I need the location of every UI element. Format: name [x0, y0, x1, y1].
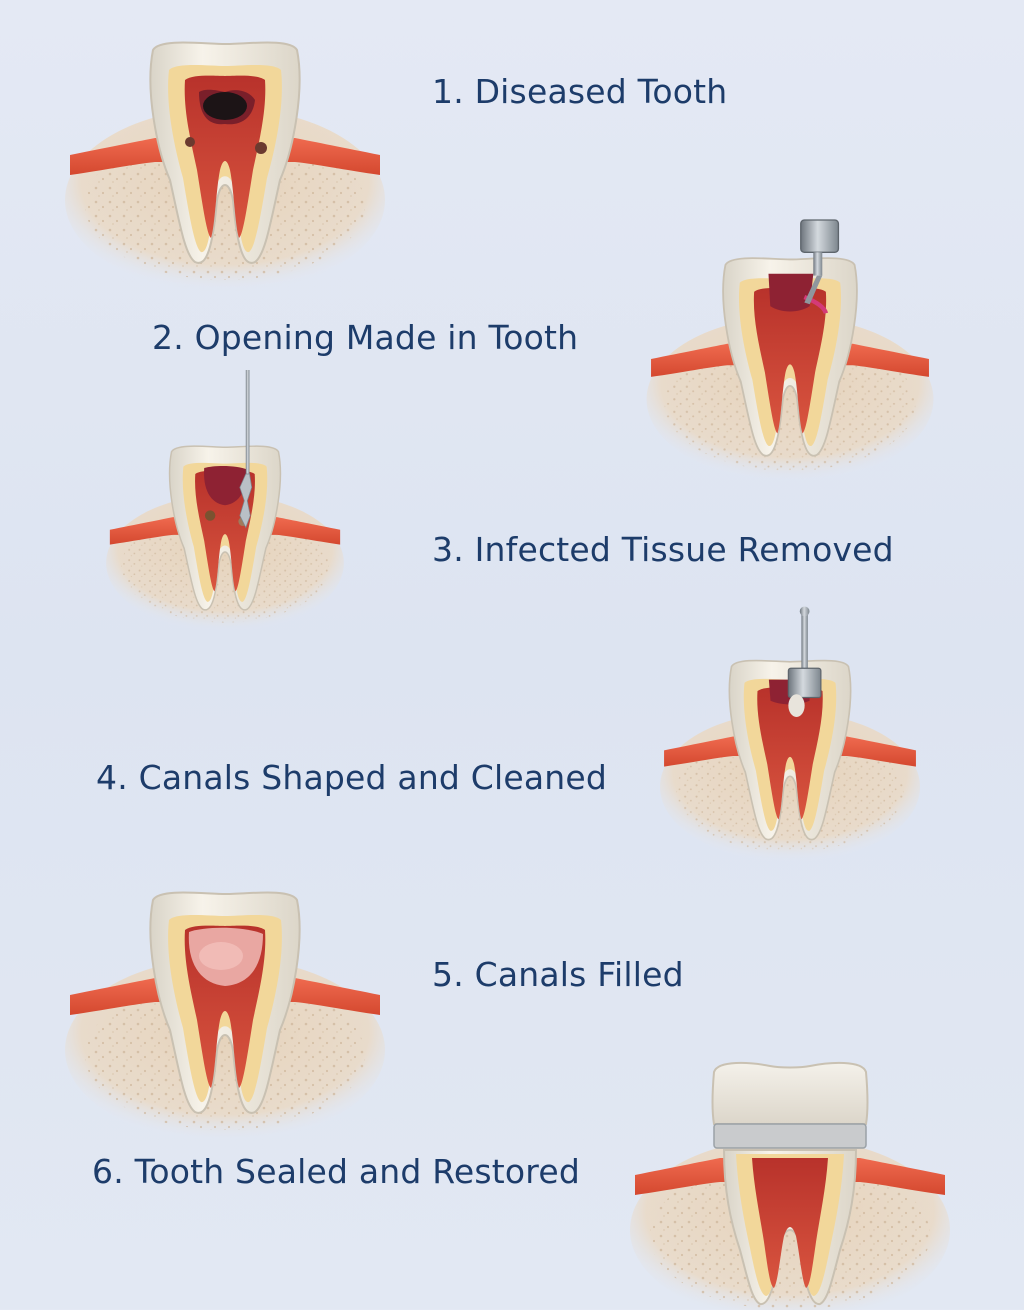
diseased-tooth-illustration	[65, 41, 385, 292]
step-5-label: 5. Canals Filled	[432, 955, 684, 994]
canals-cleaned-tooth-illustration	[660, 606, 920, 862]
canals-filled-tooth-illustration	[65, 891, 385, 1142]
step-6-label: 6. Tooth Sealed and Restored	[92, 1152, 580, 1191]
restored-tooth-illustration	[630, 1061, 950, 1310]
step-1-label: 1. Diseased Tooth	[432, 72, 728, 111]
opening-tooth-illustration	[646, 219, 934, 482]
tissue-removed-tooth-illustration	[106, 370, 344, 632]
step-2-label: 2. Opening Made in Tooth	[152, 318, 579, 357]
step-3-label: 3. Infected Tissue Removed	[432, 530, 894, 569]
step-4-label: 4. Canals Shaped and Cleaned	[96, 758, 608, 797]
